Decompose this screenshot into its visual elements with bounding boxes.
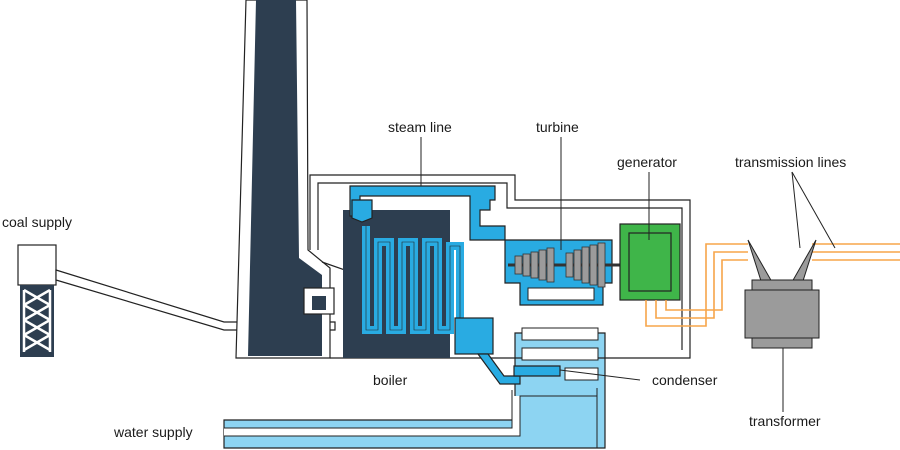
label-steam-line: steam line — [388, 119, 452, 135]
feed-pump — [454, 317, 494, 355]
turbine-base-slot — [527, 287, 595, 301]
transformer-bushing-left — [747, 239, 773, 285]
transmission-lines — [812, 243, 900, 261]
label-transformer: transformer — [749, 413, 821, 429]
chimney — [235, 0, 335, 359]
label-transmission-lines: transmission lines — [735, 154, 846, 170]
label-condenser: condenser — [652, 372, 718, 388]
transformer-bushing-right — [791, 239, 817, 285]
boiler-body — [343, 210, 450, 358]
transformer-body — [744, 289, 820, 339]
turbine-rotor — [508, 242, 625, 288]
label-turbine: turbine — [536, 119, 579, 135]
steam-drum — [351, 199, 373, 223]
label-generator: generator — [617, 154, 677, 170]
output-power-lines — [645, 243, 748, 327]
water-pipe-inner — [224, 388, 598, 448]
condenser — [521, 327, 599, 381]
transformer — [744, 239, 820, 349]
chimney-body — [248, 0, 322, 356]
label-water-supply: water supply — [113, 424, 193, 440]
leader-lines — [420, 137, 836, 412]
label-coal-supply: coal supply — [2, 214, 72, 230]
generator — [619, 223, 681, 301]
coal-hopper — [17, 244, 57, 286]
label-boiler: boiler — [373, 372, 408, 388]
boiler — [343, 210, 450, 358]
